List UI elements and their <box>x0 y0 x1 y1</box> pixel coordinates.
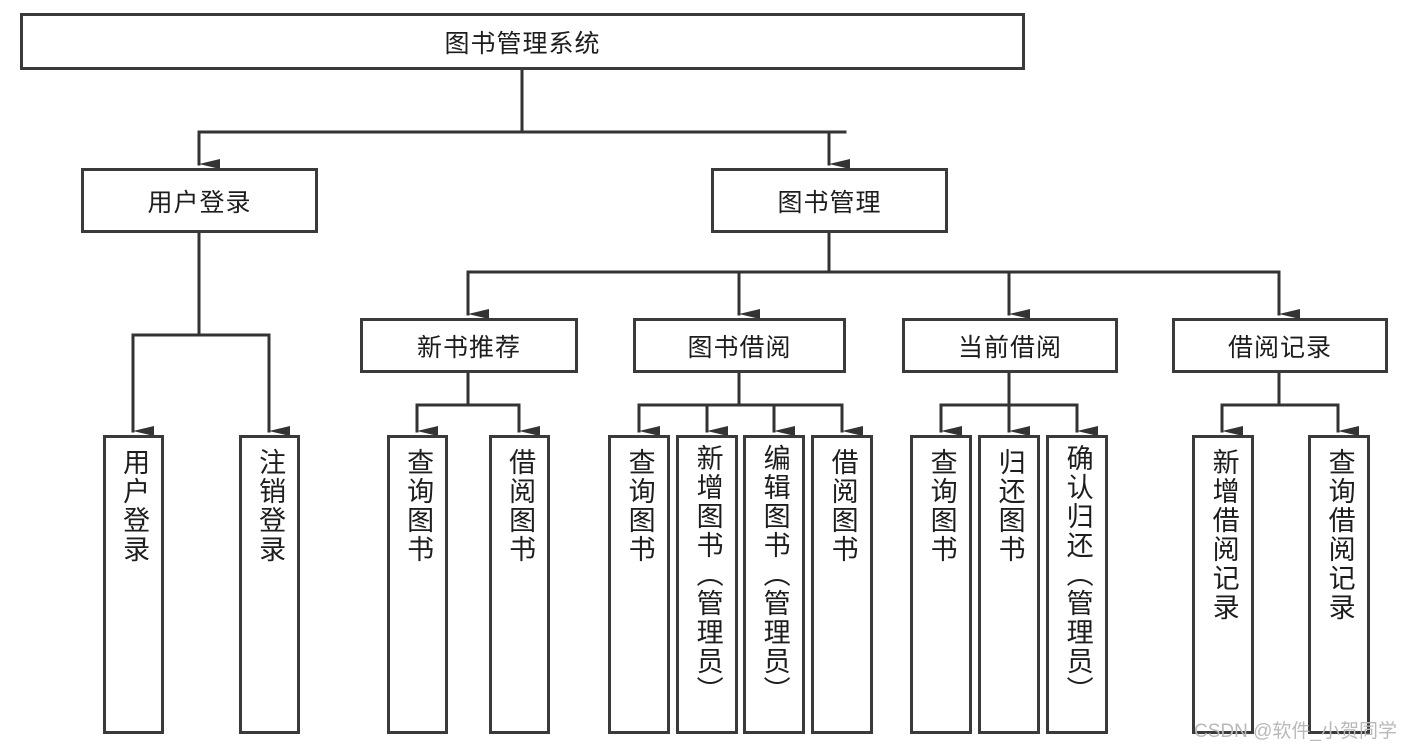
node-user-login[interactable]: 用户登录 <box>81 168 318 233</box>
node-label: 借阅记录 <box>1227 333 1332 362</box>
node-label: 查询图书 <box>624 448 655 564</box>
node-label: 确认归还（管理员） <box>1062 444 1093 705</box>
node-current-borrow[interactable]: 当前借阅 <box>902 318 1118 373</box>
node-label: 注销登录 <box>255 448 286 564</box>
node-root-system[interactable]: 图书管理系统 <box>20 13 1025 70</box>
node-label: 图书管理 <box>777 188 882 217</box>
node-label: 新增借阅记录 <box>1208 448 1239 622</box>
node-label: 新书推荐 <box>416 333 521 362</box>
node-borrow-record[interactable]: 借阅记录 <box>1172 318 1388 373</box>
node-label: 图书借阅 <box>687 333 792 362</box>
node-book-borrow[interactable]: 图书借阅 <box>633 318 846 373</box>
leaf-user-login[interactable]: 用户登录 <box>103 435 164 734</box>
leaf-borrow-book-new[interactable]: 借阅图书 <box>489 435 550 734</box>
leaf-confirm-return-admin[interactable]: 确认归还（管理员） <box>1046 435 1108 734</box>
node-label: 新增图书（管理员） <box>692 444 723 705</box>
node-new-book-recommend[interactable]: 新书推荐 <box>360 318 578 373</box>
node-label: 查询图书 <box>403 448 434 564</box>
node-label: 归还图书 <box>994 448 1025 564</box>
node-label: 借阅图书 <box>505 448 536 564</box>
node-label: 用户登录 <box>119 448 150 564</box>
leaf-add-borrow-record[interactable]: 新增借阅记录 <box>1192 435 1254 734</box>
leaf-return-book[interactable]: 归还图书 <box>978 435 1040 734</box>
leaf-query-book-current[interactable]: 查询图书 <box>910 435 972 734</box>
node-label: 查询图书 <box>926 448 957 564</box>
leaf-logout[interactable]: 注销登录 <box>239 435 300 734</box>
node-label: 编辑图书（管理员） <box>759 444 790 705</box>
node-label: 查询借阅记录 <box>1324 448 1355 622</box>
csdn-watermark: CSDN @软件_小贺同学 <box>1194 721 1397 742</box>
node-book-management[interactable]: 图书管理 <box>711 168 948 233</box>
leaf-borrow-book[interactable]: 借阅图书 <box>811 435 873 734</box>
node-label: 当前借阅 <box>957 333 1062 362</box>
node-label: 图书管理系统 <box>444 29 601 58</box>
node-label: 用户登录 <box>147 188 252 217</box>
leaf-query-book-borrow[interactable]: 查询图书 <box>608 435 670 734</box>
leaf-query-book-new[interactable]: 查询图书 <box>387 435 448 734</box>
leaf-edit-book-admin[interactable]: 编辑图书（管理员） <box>743 435 805 734</box>
node-label: 借阅图书 <box>827 448 858 564</box>
leaf-query-borrow-record[interactable]: 查询借阅记录 <box>1308 435 1370 734</box>
leaf-add-book-admin[interactable]: 新增图书（管理员） <box>676 435 738 734</box>
